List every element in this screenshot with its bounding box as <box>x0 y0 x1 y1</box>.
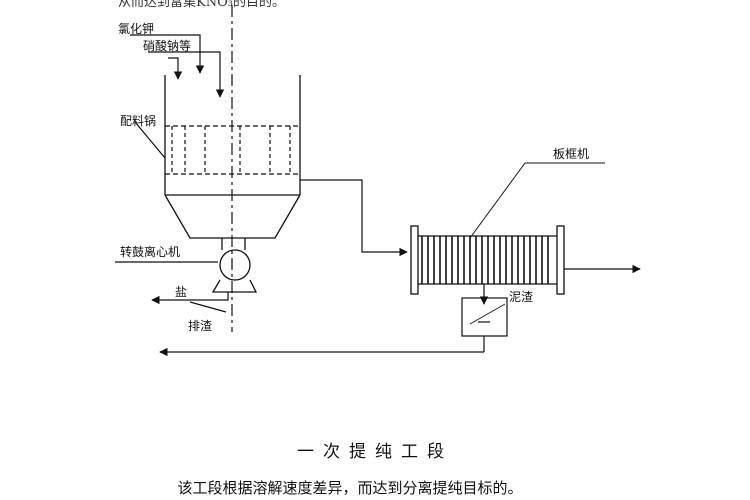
filter-press-plates <box>421 236 549 284</box>
mud-receiver <box>159 284 508 357</box>
label-centrifuge: 转鼓离心机 <box>120 244 180 259</box>
label-nano3: 硝酸钠等 <box>143 38 191 53</box>
feed-lines <box>130 34 225 159</box>
caption: 该工段根据溶解速度差异，而达到分离提纯目标的。 <box>177 479 523 497</box>
label-slag: 排渣 <box>188 319 212 333</box>
label-kcl: 氯化钾 <box>118 22 154 36</box>
transfer-pipe <box>300 179 408 257</box>
filter-press-leader <box>469 162 526 239</box>
top-cut-text: 从而达到富集KNO₃的目的。 <box>118 0 285 10</box>
tank-internals <box>171 126 291 174</box>
label-filter-press: 板框机 <box>553 147 589 161</box>
label-mixing-tank: 配料锅 <box>120 113 156 128</box>
outlet-lines <box>151 292 229 313</box>
label-salt: 盐 <box>175 285 187 299</box>
section-title: 一次提纯工段 <box>297 442 453 462</box>
centrifuge <box>115 238 258 293</box>
label-mud: 泥渣 <box>509 290 533 304</box>
